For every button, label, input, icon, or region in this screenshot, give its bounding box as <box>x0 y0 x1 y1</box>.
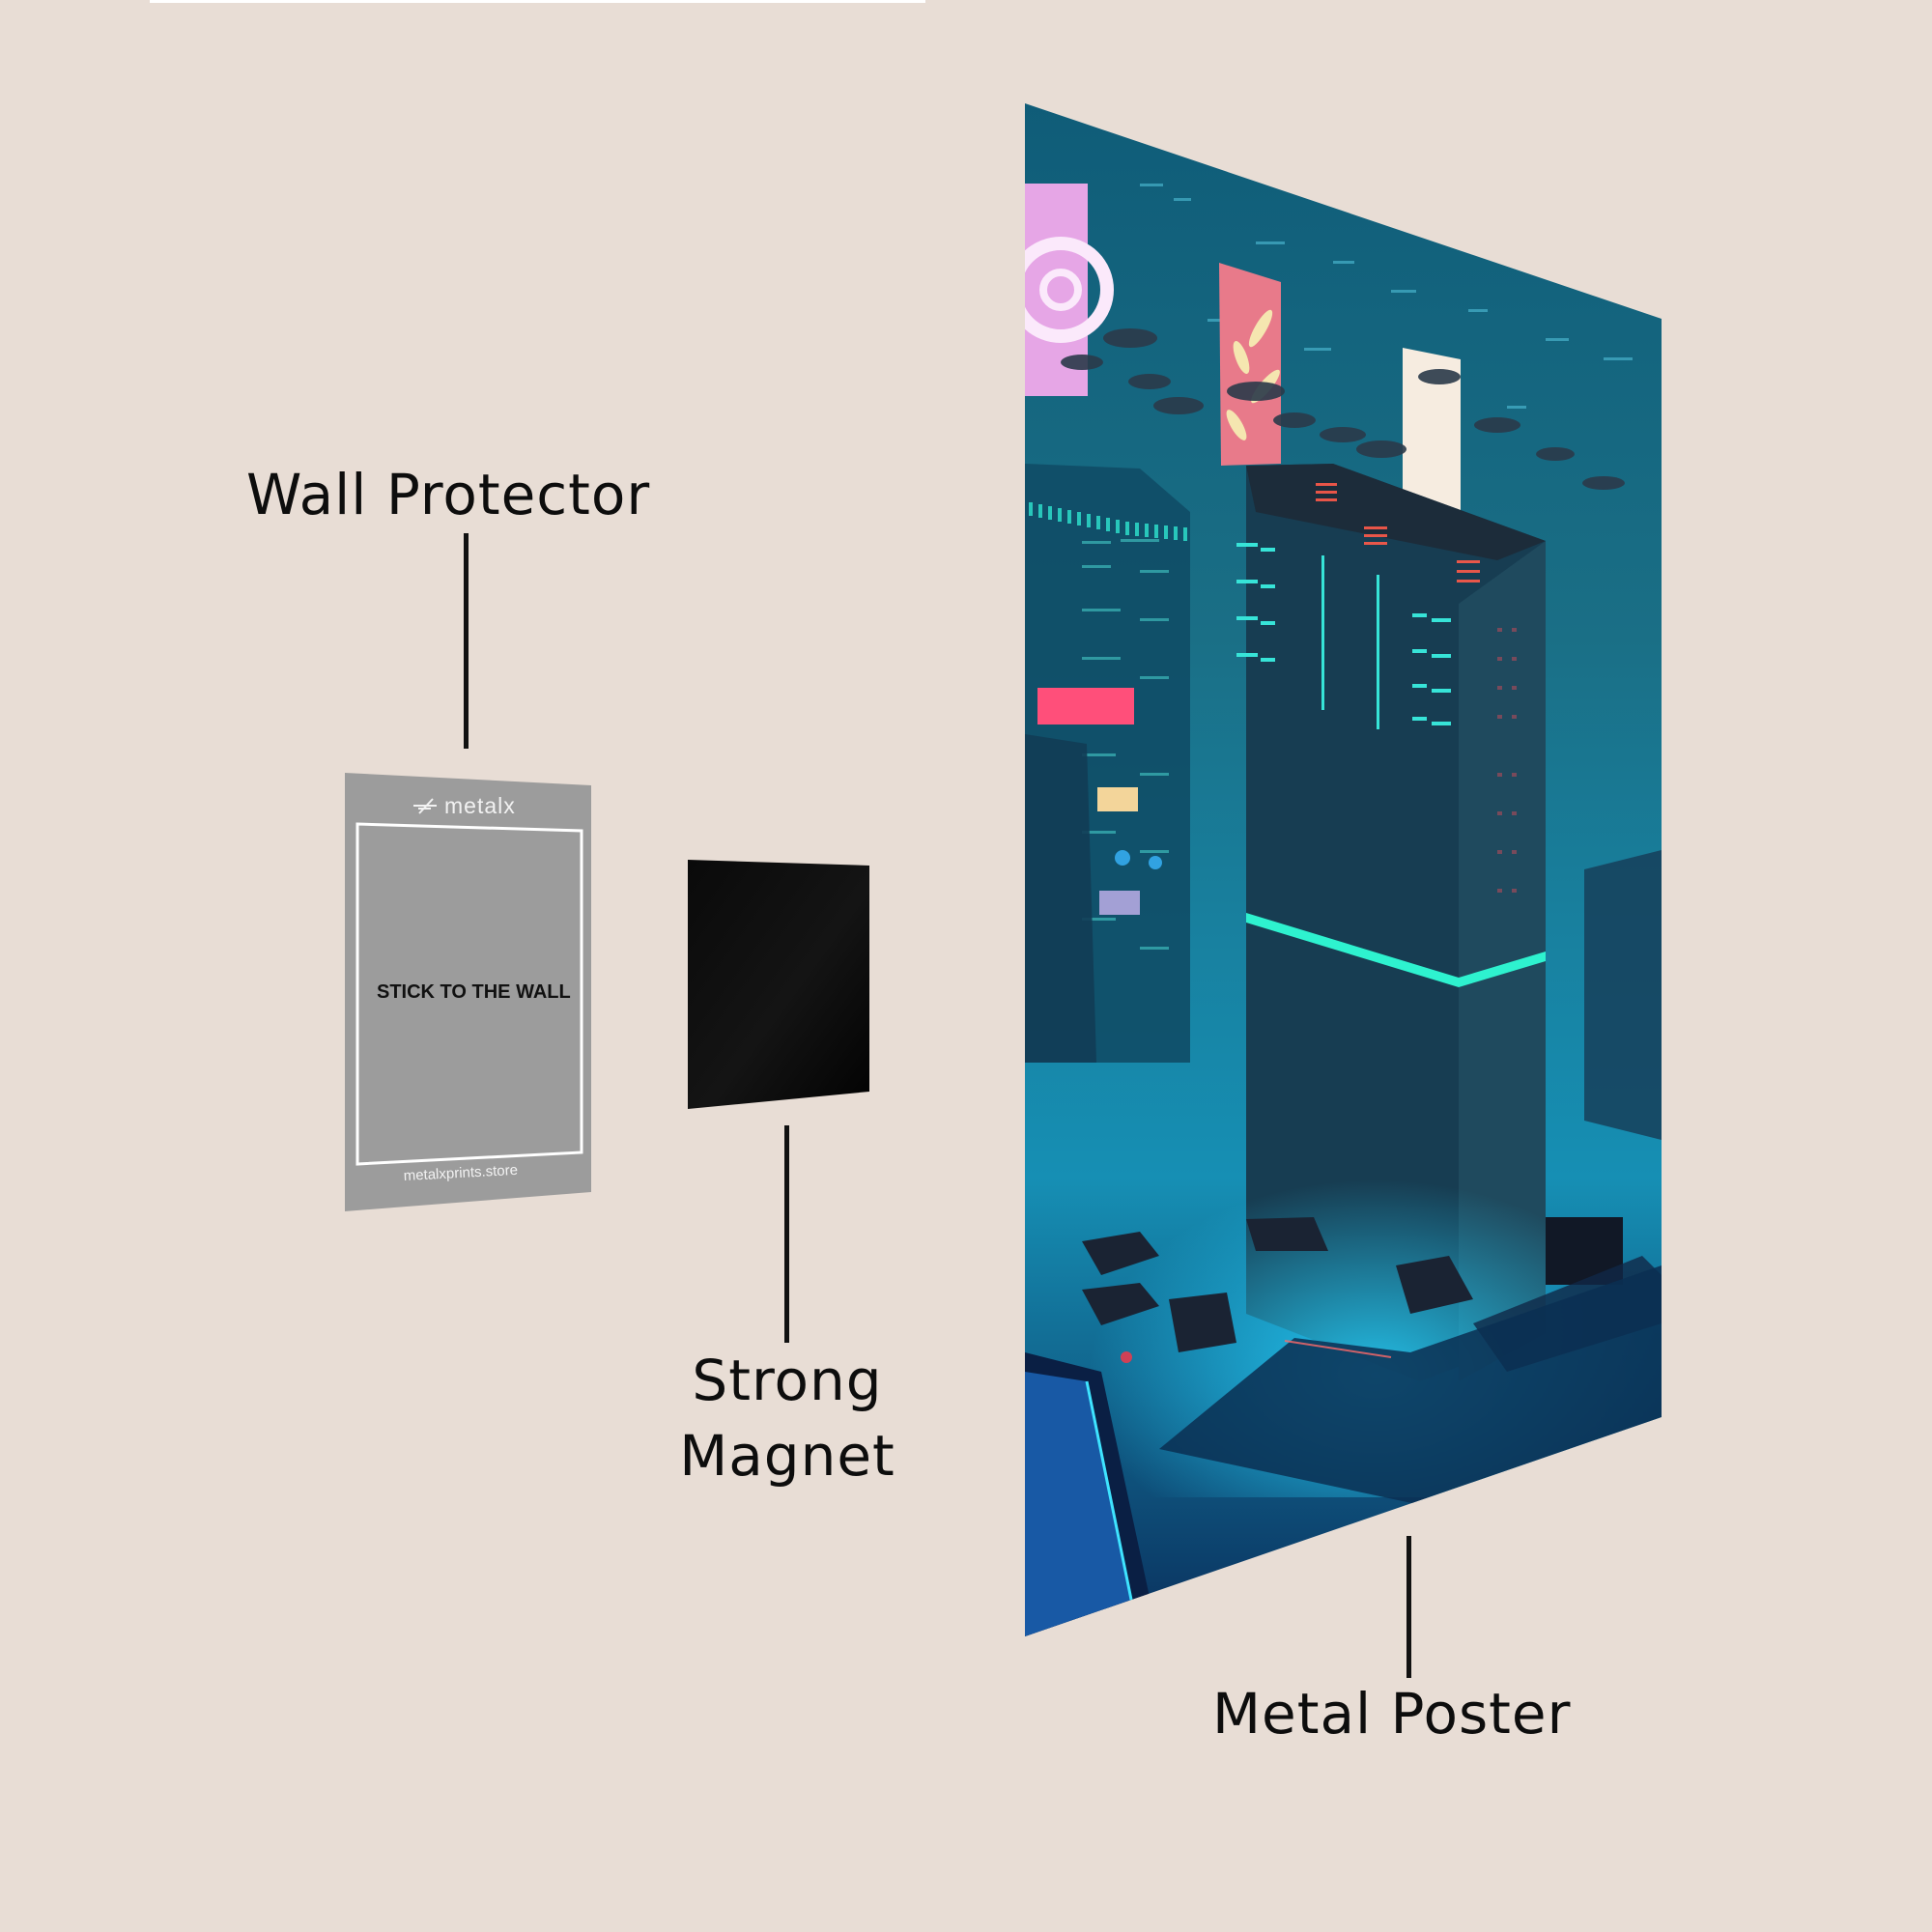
coral-leaf-billboard <box>1219 263 1281 466</box>
left-buildings <box>1025 464 1190 1063</box>
magnet-plate <box>688 860 869 1109</box>
yellow-neon-sign <box>1097 787 1138 811</box>
cream-billboard <box>1403 348 1461 512</box>
flying-vehicles <box>1061 328 1625 490</box>
metal-poster <box>1025 103 1662 1636</box>
red-neon-sign <box>1037 688 1134 724</box>
wall-protector: metalx STICK TO THE WALL metalxprints.st… <box>345 773 591 1211</box>
metal-poster-label: Metal Poster <box>1212 1681 1572 1747</box>
wall-protector-instruction: STICK TO THE WALL <box>377 981 571 1003</box>
strong-magnet <box>688 860 869 1109</box>
magnet-connector-line <box>784 1125 789 1343</box>
wall-protector-card <box>345 773 591 1211</box>
strong-magnet-label-line1: Strong <box>692 1348 883 1413</box>
foreground-building <box>1025 1351 1159 1636</box>
wall-protector-connector-line <box>464 533 469 749</box>
metalx-logo-icon <box>413 798 437 814</box>
wall-protector-label: Wall Protector <box>246 462 651 527</box>
top-white-strip <box>150 0 925 3</box>
poster-connector-line <box>1406 1536 1411 1678</box>
wall-protector-brand: metalx <box>444 793 516 818</box>
strong-magnet-label-line2: Magnet <box>679 1423 895 1489</box>
violet-neon-sign <box>1099 891 1140 915</box>
strong-magnet-label: Strong Magnet <box>667 1343 908 1493</box>
wall-protector-border <box>355 822 583 1166</box>
wall-protector-website: metalxprints.store <box>403 1162 518 1184</box>
